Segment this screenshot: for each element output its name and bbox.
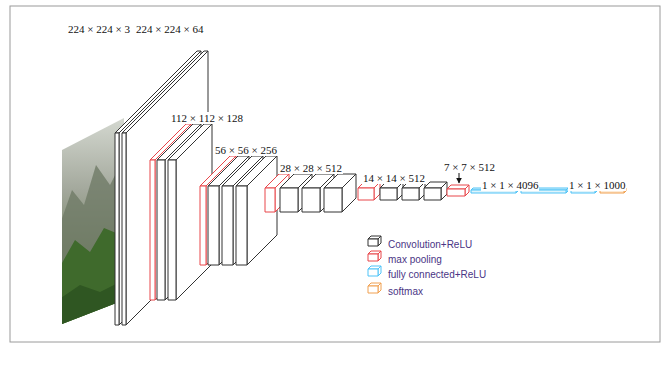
swatch-face <box>368 269 378 276</box>
dimension-label: 224 × 224 × 3 <box>67 23 131 35</box>
legend-swatch <box>366 249 384 262</box>
legend-swatch <box>366 264 384 277</box>
conv-block <box>324 174 356 212</box>
swatch-face <box>368 254 378 261</box>
block-top <box>424 182 447 188</box>
block-front <box>302 188 320 212</box>
dimension-label: 7 × 7 × 512 <box>443 161 496 173</box>
legend-swatch <box>366 234 384 247</box>
block-front <box>265 188 275 212</box>
legend-row: softmax <box>366 281 401 294</box>
block-front <box>168 160 176 300</box>
legend-text: Convolution+ReLU <box>388 239 472 250</box>
block-front <box>324 188 342 212</box>
legend-text: max pooling <box>388 254 442 265</box>
conv-block <box>402 182 425 200</box>
conv-block <box>236 156 277 265</box>
label-anchor: 224 × 224 × 64 <box>135 19 204 37</box>
label-anchor: 14 × 14 × 512 <box>362 168 426 186</box>
block-front <box>122 133 126 325</box>
block-front <box>200 186 206 265</box>
block-front <box>236 186 247 265</box>
swatch-face <box>368 286 378 293</box>
dimension-label: 1 × 1 × 4096 <box>481 179 539 191</box>
label-anchor: 1 × 1 × 4096 <box>481 175 539 193</box>
block-front <box>150 160 155 300</box>
label-anchor: 112 × 112 × 128 <box>170 108 244 126</box>
dimension-label: 14 × 14 × 512 <box>362 172 426 184</box>
pool-block <box>358 182 380 200</box>
dimension-label: 112 × 112 × 128 <box>170 112 244 124</box>
conv-block <box>168 124 212 300</box>
conv-block <box>380 182 403 200</box>
layer-blocks <box>115 51 626 325</box>
figure-frame <box>10 6 660 342</box>
label-anchor: 56 × 56 × 256 <box>214 140 278 158</box>
label-anchor: 224 × 224 × 3 <box>67 19 131 37</box>
label-anchor: 7 × 7 × 512 <box>443 157 496 175</box>
input-photo <box>58 118 128 330</box>
legend-row: fully connected+ReLU <box>366 264 464 277</box>
block-front <box>447 189 465 196</box>
legend-text: softmax <box>388 286 423 297</box>
block-front <box>280 188 298 212</box>
block-front <box>424 188 441 200</box>
legend-swatch <box>366 281 384 294</box>
swatch-face <box>368 239 378 246</box>
dimension-label: 1 × 1 × 1000 <box>568 179 626 191</box>
block-front <box>380 188 397 200</box>
block-front <box>402 188 419 200</box>
dimension-label: 56 × 56 × 256 <box>214 144 278 156</box>
block-top <box>447 185 469 189</box>
conv-block <box>424 182 447 200</box>
dimension-label: 224 × 224 × 64 <box>135 23 204 35</box>
dimension-label: 28 × 28 × 512 <box>279 162 343 174</box>
legend-text: fully connected+ReLU <box>388 269 486 280</box>
block-front <box>208 186 219 265</box>
block-front <box>358 188 374 200</box>
block-front <box>157 160 165 300</box>
label-anchor: 28 × 28 × 512 <box>279 158 343 176</box>
legend-row: Convolution+ReLU <box>366 234 450 247</box>
block-front <box>115 133 119 325</box>
pool-block <box>447 185 469 196</box>
block-top <box>324 174 356 188</box>
label-anchor: 1 × 1 × 1000 <box>568 175 626 193</box>
legend-row: max pooling <box>366 249 420 262</box>
block-front <box>222 186 233 265</box>
block-top <box>168 124 212 160</box>
